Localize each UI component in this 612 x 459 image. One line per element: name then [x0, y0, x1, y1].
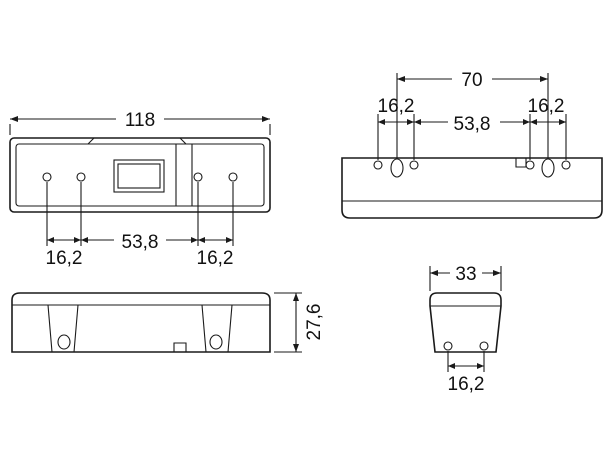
dim-end-width: 33 — [429, 260, 502, 291]
dim-label: 53,8 — [122, 232, 159, 253]
rear-view — [341, 157, 603, 219]
end-view — [429, 292, 502, 353]
dim-side-height: 27,6 — [274, 292, 325, 353]
mounting-hole-icon — [373, 160, 383, 170]
mounting-hole-icon — [76, 172, 86, 182]
dim-rear-spacings: 53,8 16,2 16,2 — [377, 96, 567, 160]
side-view — [11, 292, 271, 353]
mounting-hole-icon — [443, 341, 453, 351]
dim-label: 27,6 — [304, 304, 325, 341]
mounting-hole-icon — [409, 160, 419, 170]
dim-rear-total: 70 — [396, 66, 549, 158]
mounting-hole-icon — [42, 172, 52, 182]
dim-label: 16,2 — [448, 374, 485, 395]
dim-label: 16,2 — [197, 248, 234, 269]
dim-label: 53,8 — [454, 114, 491, 135]
dim-front-spacings: 53,8 16,2 16,2 — [46, 182, 234, 269]
dim-label: 16,2 — [378, 96, 415, 117]
dim-front-width: 118 — [9, 105, 271, 135]
front-view — [9, 137, 271, 213]
mounting-hole-icon — [561, 160, 571, 170]
dim-end-spacing: 16,2 — [447, 351, 485, 395]
mounting-hole-icon — [525, 160, 535, 170]
dim-label: 118 — [125, 110, 155, 131]
mounting-hole-icon — [193, 172, 203, 182]
dim-label: 70 — [461, 70, 482, 91]
dim-label: 33 — [455, 264, 476, 285]
mounting-hole-icon — [479, 341, 489, 351]
dim-label: 16,2 — [46, 248, 83, 269]
mounting-hole-icon — [228, 172, 238, 182]
dim-label: 16,2 — [528, 96, 565, 117]
